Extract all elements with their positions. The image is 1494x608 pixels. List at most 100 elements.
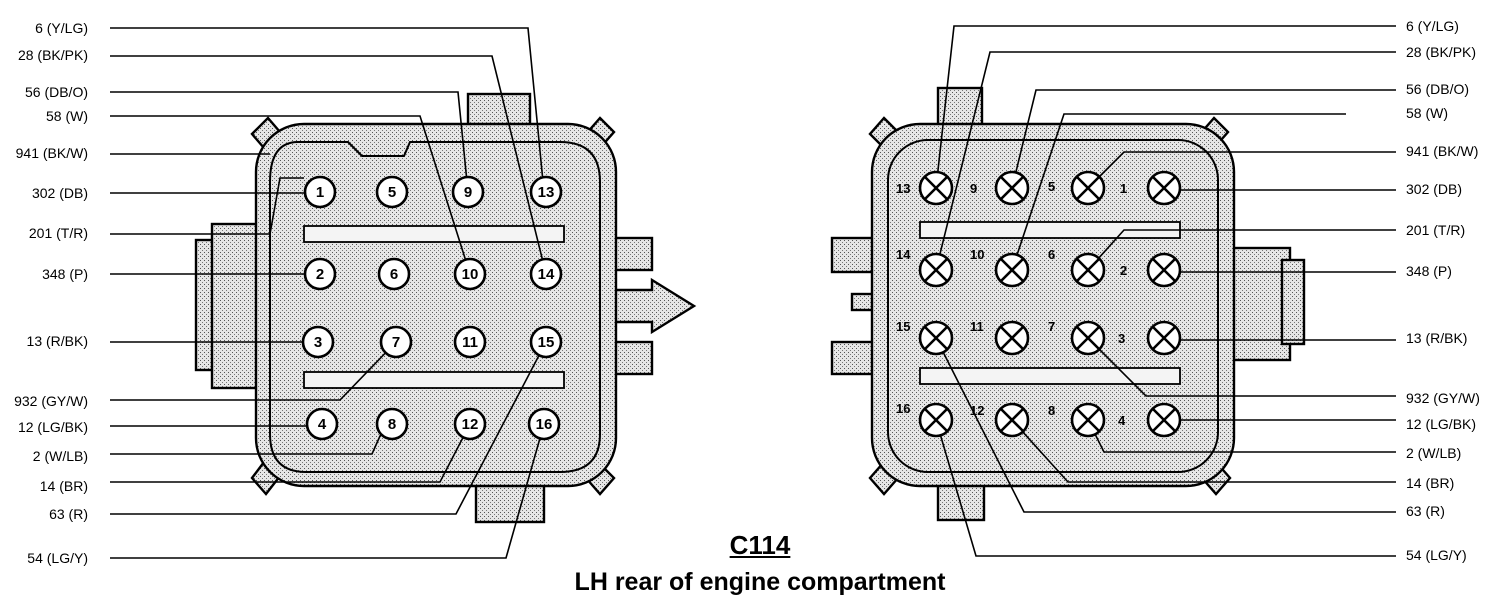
pin-terminal: 7: [1048, 319, 1106, 356]
left-wire-label: 58 (W): [46, 108, 88, 124]
pin-number: 14: [538, 266, 555, 283]
pin-number: 7: [1048, 319, 1055, 334]
connector-id: C114: [729, 530, 791, 560]
terminal-x-icon: [1152, 408, 1176, 432]
left-wire-label: 13 (R/BK): [27, 333, 88, 349]
left-wire-label: 201 (T/R): [29, 225, 88, 241]
wire: [1011, 419, 1396, 483]
pin-circle: [529, 175, 563, 209]
connector-location: LH rear of engine compartment: [574, 568, 946, 596]
pin-number: 5: [388, 184, 396, 201]
left-wire-label: 302 (DB): [32, 185, 88, 201]
pin-terminal: 3: [1118, 320, 1182, 356]
pin-number: 3: [314, 334, 322, 351]
wire: [110, 91, 469, 193]
wire: [1087, 229, 1396, 271]
terminal-x-icon: [1000, 408, 1024, 432]
pin-number: 15: [896, 319, 910, 334]
pin-terminal: 8: [1048, 402, 1106, 438]
pin-terminal: 9: [970, 170, 1030, 206]
pin-number: 15: [538, 334, 555, 351]
wire: [935, 51, 1396, 271]
terminal-x-icon: [1152, 258, 1176, 282]
right-wire-label: 56 (DB/O): [1406, 81, 1469, 97]
left-housing: [254, 122, 618, 488]
left-wire-label: 941 (BK/W): [16, 145, 88, 161]
pin-number: 6: [390, 266, 398, 283]
pin-circle: [305, 407, 339, 441]
pin-terminal: 11: [970, 319, 1030, 356]
pin-cavity: 12: [453, 407, 487, 441]
pin-cavity: 14: [529, 257, 563, 291]
pin-number: 10: [970, 247, 984, 262]
pin-cavity: 4: [305, 407, 339, 441]
terminal-x-icon: [1000, 258, 1024, 282]
pin-number: 5: [1048, 179, 1055, 194]
wire: [110, 177, 304, 235]
pin-cavity: 7: [379, 325, 413, 359]
pin-circle: [453, 407, 487, 441]
left-keyway-lower: [303, 371, 565, 389]
wire: [110, 27, 545, 193]
right-wire-label: 2 (W/LB): [1406, 445, 1461, 461]
pin-cavity: 10: [453, 257, 487, 291]
pin-circle: [453, 325, 487, 359]
wire: [110, 423, 545, 559]
left-wires: [110, 27, 547, 559]
pin-terminal: 1: [1120, 170, 1182, 206]
pin-terminal: 5: [1048, 170, 1106, 206]
wire: [1011, 89, 1396, 189]
pin-number: 1: [1120, 181, 1127, 196]
left-wire-label: 14 (BR): [40, 478, 88, 494]
pin-circle: [451, 175, 485, 209]
wire: [1011, 113, 1346, 271]
left-wire-label: 348 (P): [42, 266, 88, 282]
right-side-lock: [1226, 246, 1292, 362]
terminal-x-icon: [924, 176, 948, 200]
left-wire-label: 54 (LG/Y): [27, 550, 88, 566]
pin-number: 16: [536, 416, 553, 433]
pin-circle: [375, 407, 409, 441]
wire: [935, 419, 1396, 557]
pin-cavity: 5: [375, 175, 409, 209]
pin-cavity: 1: [303, 175, 337, 209]
right-wire-label: 13 (R/BK): [1406, 330, 1467, 346]
wire: [110, 423, 471, 483]
right-wire-label: 201 (T/R): [1406, 222, 1465, 238]
pin-circle: [303, 257, 337, 291]
right-wire-label: 941 (BK/W): [1406, 143, 1478, 159]
pin-terminal: 10: [970, 247, 1030, 288]
right-connector-view: [830, 86, 1306, 522]
pin-terminal: 15: [896, 319, 954, 356]
left-keyway-upper: [303, 225, 565, 243]
pin-terminal: 14: [896, 247, 954, 288]
right-housing-inner-wall: [887, 139, 1219, 473]
pin-circle: [527, 407, 561, 441]
right-wire-label: 12 (LG/BK): [1406, 416, 1476, 432]
left-connector-view: [194, 92, 697, 524]
left-key-arrow: [604, 277, 697, 335]
pin-cavity: 6: [377, 257, 411, 291]
wire: [110, 341, 397, 401]
left-wire-label: 63 (R): [49, 506, 88, 522]
pin-number: 8: [1048, 403, 1055, 418]
pin-cavity: 16: [527, 407, 561, 441]
terminal-x-icon: [1152, 326, 1176, 350]
terminal-x-icon: [1152, 176, 1176, 200]
right-wire-label: 54 (LG/Y): [1406, 547, 1467, 563]
pin-cavity: 11: [453, 325, 487, 359]
pin-number: 10: [462, 266, 479, 283]
terminal-x-icon: [1076, 408, 1100, 432]
pin-cavity: 13: [529, 175, 563, 209]
right-housing: [870, 122, 1236, 488]
pin-terminal: 16: [896, 401, 954, 438]
right-wire-label: 932 (GY/W): [1406, 390, 1480, 406]
pin-number: 2: [1120, 263, 1127, 278]
pin-number: 13: [896, 181, 910, 196]
right-side-lock-inner: [1280, 258, 1306, 346]
left-wire-label: 932 (GY/W): [14, 393, 88, 409]
pin-circle: [301, 325, 335, 359]
terminal-x-icon: [924, 258, 948, 282]
